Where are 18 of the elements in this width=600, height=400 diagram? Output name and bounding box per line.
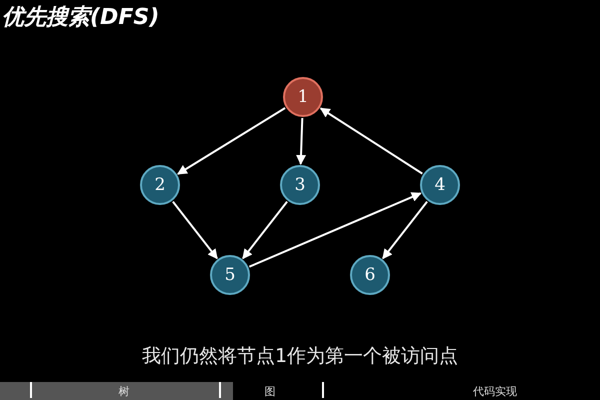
graph-node: 2 (140, 165, 180, 205)
graph-node: 5 (210, 255, 250, 295)
arrow (248, 192, 422, 268)
arrow (296, 118, 306, 165)
graph-node: 6 (350, 255, 390, 295)
graph-node: 4 (420, 165, 460, 205)
arrow (172, 200, 218, 260)
chapter-label: 代码实现 (473, 384, 517, 399)
arrow (242, 200, 288, 260)
arrow (382, 200, 428, 260)
chapter-label: 树 (118, 384, 130, 399)
arrow (177, 107, 286, 175)
subtitle: 我们仍然将节点1作为第一个被访问点 (142, 344, 458, 369)
chapter-label: 图 (264, 384, 276, 399)
arrow (320, 108, 423, 174)
graph-node: 1 (283, 77, 323, 117)
graph-node: 3 (280, 165, 320, 205)
title: 优先搜索(DFS) (2, 4, 160, 32)
